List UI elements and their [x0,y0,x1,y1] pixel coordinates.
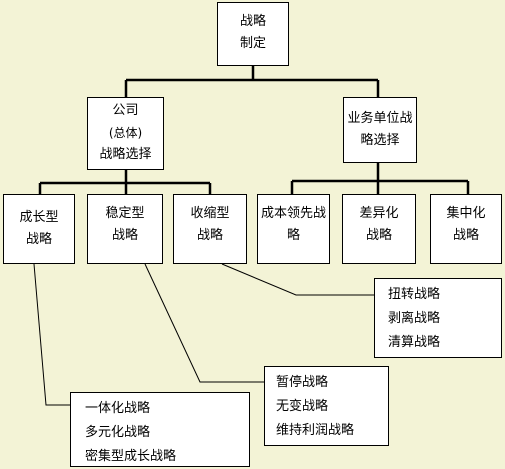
node-label: 战略选择 [99,147,152,162]
node-label: (总体) [108,126,143,140]
list-item: 维持利润战略 [276,423,355,438]
node-label: 战略 [365,228,392,243]
node-label: 业务单位战 [347,111,413,126]
list-item: 扭转战略 [388,287,441,302]
node-label: 收缩型 [190,206,230,221]
node-label: 制定 [239,36,266,51]
node-stability-strategy: 稳定型 战略 [87,194,163,264]
list-item: 无变战略 [276,399,329,414]
node-label: 略 [286,228,300,243]
node-label: 稳定型 [105,206,145,221]
node-strategy-formulation: 战略 制定 [217,2,289,66]
node-label: 差异化 [359,206,399,221]
node-label: 略选择 [360,133,400,148]
node-label: 战略 [25,232,52,247]
node-label: 成本领先战 [260,206,326,221]
node-label: 战略 [452,228,479,243]
connector-contraction-list [221,263,374,296]
node-label: 成长型 [19,210,59,225]
list-item: 一体化战略 [85,401,151,416]
list-item: 暂停战略 [276,375,329,390]
node-contraction-strategy: 收缩型 战略 [173,194,247,264]
list-stability-strategies: 暂停战略 无变战略 维持利润战略 [264,366,389,446]
list-item: 剥离战略 [388,311,441,326]
node-focus: 集中化 战略 [430,194,502,264]
node-label: 战略 [111,228,138,243]
connector-stability-list [144,263,264,383]
node-label: 战略 [196,228,223,243]
node-label: 公司 [112,103,139,118]
node-differentiation: 差异化 战略 [342,194,416,264]
node-business-strategy: 业务单位战 略选择 [343,97,417,163]
node-label: 集中化 [446,206,486,221]
connector-growth-list [33,263,70,406]
node-growth-strategy: 成长型 战略 [3,194,75,264]
node-corporate-strategy: 公司 (总体) 战略选择 [87,97,164,170]
list-item: 多元化战略 [85,425,151,440]
list-contraction-strategies: 扭转战略 剥离战略 清算战略 [374,278,502,358]
node-label: 战略 [239,14,266,29]
list-growth-strategies: 一体化战略 多元化战略 密集型成长战略 [70,392,250,467]
node-cost-leadership: 成本领先战 略 [257,194,330,264]
list-item: 清算战略 [388,335,441,350]
list-item: 密集型成长战略 [85,449,177,464]
